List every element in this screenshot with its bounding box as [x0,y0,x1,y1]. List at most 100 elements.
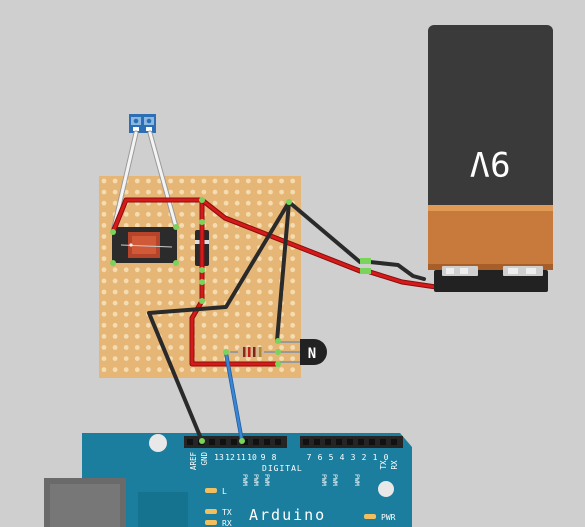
perfboard-hole [201,345,207,350]
perfboard-hole [157,289,162,295]
pin-13-digit-1: 13 [214,453,224,462]
perfboard-hole [101,289,107,295]
perfboard-hole [134,367,140,373]
perfboard-hole [268,300,273,306]
perfboard-hole [101,334,107,339]
pin-7: 7 [307,453,312,462]
perfboard-hole [257,189,262,195]
perfboard-hole [212,322,218,328]
perfboard-hole [179,245,185,251]
perfboard-hole [234,300,240,306]
perfboard-hole [168,289,174,295]
perfboard-hole [223,234,229,239]
perfboard-hole [290,334,296,339]
perfboard-hole [212,334,218,339]
perfboard-hole [257,200,262,206]
perfboard-hole [190,223,196,228]
pwm-label-6: PWM [320,474,328,486]
perfboard-hole [212,278,218,284]
perfboard-hole [101,223,107,228]
perfboard-hole [279,334,284,339]
perfboard-hole [268,311,273,317]
perfboard-hole [234,200,240,206]
perfboard-hole [290,345,296,350]
led-tx-label: TX [222,508,232,517]
perfboard-hole [146,300,151,306]
perfboard-hole [223,345,229,350]
transistor: N [300,339,327,365]
pin-8: 8 [272,453,277,462]
perfboard-hole [268,345,273,350]
perfboard-hole [279,356,284,361]
perfboard-hole [146,178,151,184]
perfboard-hole [223,245,229,251]
pin-label-rx: RX [390,460,399,470]
perfboard-hole [112,345,118,350]
pin-numbers: 13 12 11 10 9 8 7 6 5 4 3 2 1 0 [214,453,388,462]
perfboard-hole [290,234,296,239]
perfboard-hole [179,334,185,339]
perfboard-hole [112,334,118,339]
perfboard-hole [201,356,207,361]
perfboard-hole [234,189,240,195]
perfboard-hole [112,311,118,317]
perfboard-hole [134,356,140,361]
perfboard-hole [146,356,151,361]
perfboard-hole [179,256,185,262]
perfboard-hole [168,300,174,306]
perfboard-hole [157,367,162,373]
perfboard-hole [290,289,296,295]
perfboard-hole [190,245,196,251]
relay [112,227,177,263]
perfboard-hole [268,256,273,262]
perfboard-hole [257,367,262,373]
perfboard-hole [112,367,118,373]
perfboard-hole [179,322,185,328]
pin-9: 9 [261,453,266,462]
perfboard-hole [268,278,273,284]
perfboard-hole [190,178,196,184]
perfboard-hole [257,178,262,184]
header-pin [275,439,281,445]
perfboard-hole [245,200,251,206]
perfboard-hole [245,367,251,373]
perfboard-hole [245,211,251,217]
pin-10: 10 [247,453,257,462]
perfboard-hole [134,345,140,350]
perfboard-hole [157,223,162,228]
perfboard-hole [290,267,296,273]
mounting-hole [378,481,394,497]
perfboard-hole [290,356,296,361]
perfboard-hole [190,234,196,239]
digital-label: DIGITAL [262,464,303,473]
led-tx [205,509,217,514]
perfboard-hole [223,256,229,262]
perfboard-hole [168,278,174,284]
pin-1: 1 [373,453,378,462]
perfboard-hole [268,200,273,206]
perfboard-hole [101,367,107,373]
perfboard-hole [123,345,129,350]
perfboard-hole [157,300,162,306]
screw-terminal [129,114,156,133]
perfboard-hole [134,267,140,273]
perfboard-hole [168,223,174,228]
perfboard-hole [134,334,140,339]
connection-points [110,197,371,444]
perfboard-hole [123,267,129,273]
perfboard-hole [290,367,296,373]
perfboard-hole [245,234,251,239]
perfboard-hole [157,211,162,217]
perfboard-hole [101,300,107,306]
perfboard-hole [212,311,218,317]
transistor-symbol: N [308,346,316,362]
perfboard-hole [279,178,284,184]
perfboard-hole [245,311,251,317]
perfboard-hole [257,256,262,262]
header-pin [209,439,215,445]
perfboard-hole [223,289,229,295]
perfboard-hole [201,322,207,328]
perfboard-hole [279,200,284,206]
black-wire-1 [287,200,362,264]
perfboard-hole [134,311,140,317]
